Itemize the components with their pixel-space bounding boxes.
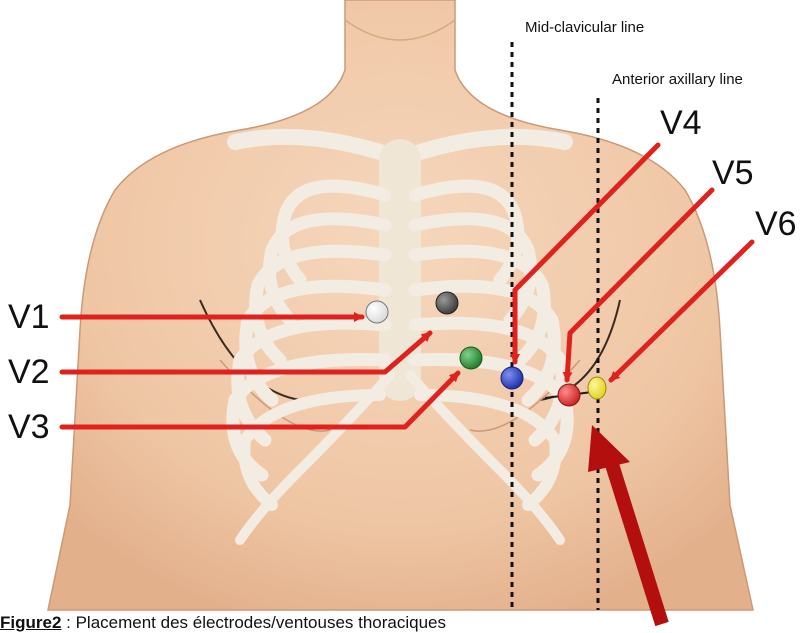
anterior-axillary-label: Anterior axillary line <box>612 72 743 87</box>
electrode-v1 <box>366 301 388 323</box>
electrode-v2 <box>436 292 458 314</box>
figure-reference: Figure2 <box>0 613 61 632</box>
electrode-v3 <box>460 347 482 369</box>
lead-label-v4: V4 <box>660 106 702 140</box>
lead-label-v1: V1 <box>8 300 50 334</box>
electrode-v6 <box>588 377 606 399</box>
lead-label-v3: V3 <box>8 410 50 444</box>
caption-text: : Placement des électrodes/ventouses tho… <box>61 613 446 632</box>
mid-clavicular-label: Mid-clavicular line <box>525 20 644 35</box>
electrode-v5 <box>558 384 580 406</box>
lead-label-v6: V6 <box>755 207 797 241</box>
figure-caption: Figure2 : Placement des électrodes/vento… <box>0 613 446 633</box>
electrode-v4 <box>501 367 523 389</box>
lead-label-v5: V5 <box>712 156 754 190</box>
lead-label-v2: V2 <box>8 355 50 389</box>
